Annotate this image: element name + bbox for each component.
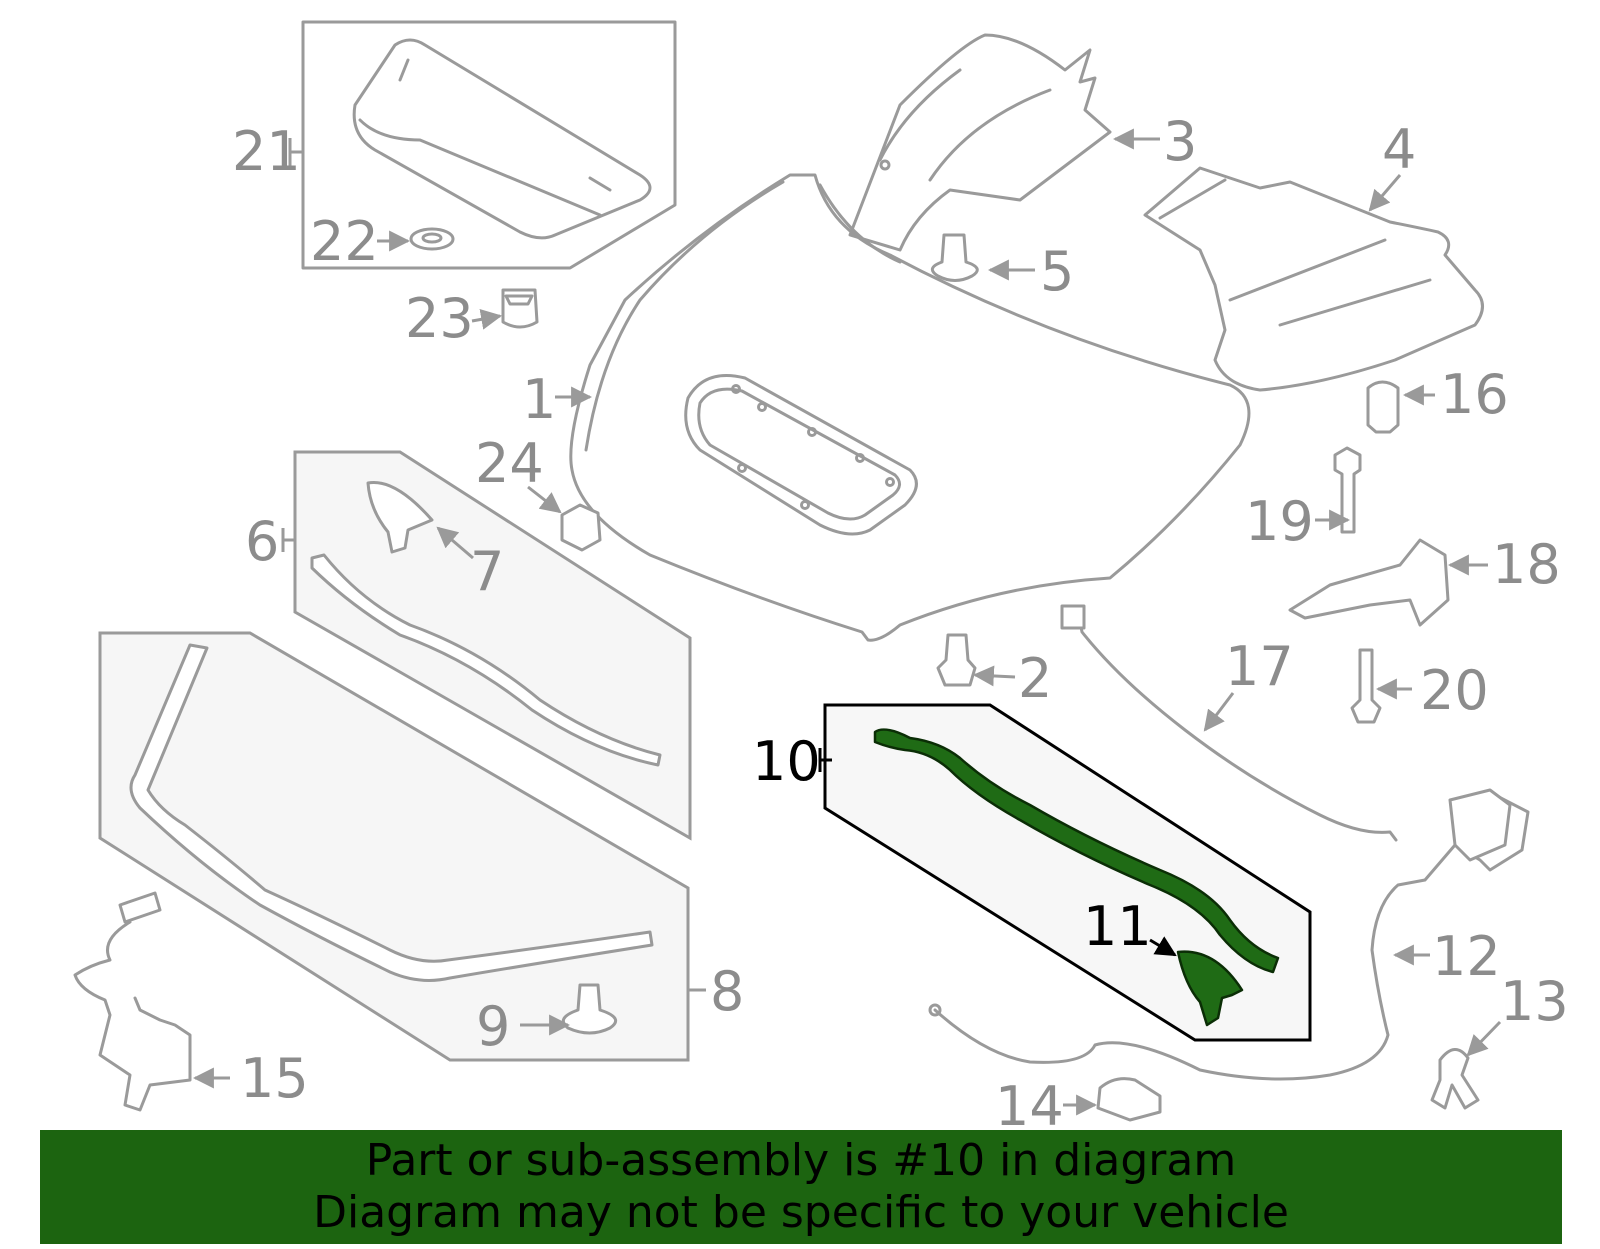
callout-12: 12: [1432, 925, 1501, 988]
callout-17: 17: [1225, 635, 1294, 698]
part-24-cap: [560, 503, 602, 552]
part-8-seal: [129, 643, 654, 982]
callout-5: 5: [1040, 240, 1074, 303]
callout-10: 10: [752, 730, 821, 793]
callout-2: 2: [1018, 647, 1052, 710]
part-23-clip: [501, 288, 539, 329]
callout-13: 13: [1500, 970, 1569, 1033]
part-2-bumper: [936, 633, 977, 687]
leader-lines: [192, 128, 1502, 1116]
callout-20: 20: [1420, 659, 1489, 722]
part-22-grommet: [409, 227, 455, 251]
part-18-bracket: [1288, 538, 1450, 627]
part-16-bumper: [1366, 380, 1400, 434]
part-21-scoop-group: [301, 20, 677, 329]
callout-numbers: 21 22 23 1 3 4 5 16 24 19 6 7 18 17 2 20…: [232, 110, 1569, 1138]
part-21-scoop: [352, 38, 652, 240]
part-17-cable: [1063, 610, 1398, 842]
callout-7: 7: [470, 540, 504, 603]
callout-6: 6: [245, 510, 279, 573]
part-7-clip: [366, 480, 434, 554]
part-15-latch: [73, 891, 192, 1112]
callout-24: 24: [475, 432, 544, 495]
callout-9: 9: [476, 995, 510, 1058]
part-19-bolt: [1333, 446, 1362, 534]
part-10-group: [823, 703, 1312, 1042]
part-1-hood: [569, 173, 1251, 642]
callout-15: 15: [240, 1047, 309, 1110]
part-8-group: [98, 631, 690, 1062]
callout-22: 22: [310, 210, 379, 273]
part-13-clip: [1430, 1048, 1480, 1110]
banner-line-1: Part or sub-assembly is #10 in diagram: [365, 1135, 1237, 1186]
callout-8: 8: [710, 960, 744, 1023]
part-6-seal: [310, 553, 662, 767]
callout-4: 4: [1382, 118, 1416, 181]
part-6-group: [293, 450, 692, 841]
part-4-insulator: [1143, 166, 1484, 392]
callout-18: 18: [1492, 533, 1561, 596]
part-20-bolt: [1350, 648, 1382, 724]
part-5-clip: [930, 233, 979, 282]
callout-14: 14: [995, 1075, 1064, 1138]
part-10-seal: [873, 728, 1280, 974]
callout-21: 21: [232, 120, 301, 183]
callout-1: 1: [522, 368, 556, 431]
callout-16: 16: [1440, 363, 1509, 426]
callout-3: 3: [1163, 110, 1197, 173]
hood-scoop-opening: [684, 374, 918, 536]
callout-11: 11: [1083, 895, 1152, 958]
part-11-clip: [1176, 950, 1244, 1027]
part-12-cable: [933, 793, 1530, 1081]
info-banner: Part or sub-assembly is #10 in diagram D…: [40, 1130, 1562, 1244]
part-21-box: [301, 20, 677, 270]
callout-23: 23: [405, 287, 474, 350]
banner-line-2: Diagram may not be specific to your vehi…: [313, 1187, 1289, 1238]
callout-19: 19: [1245, 490, 1314, 553]
part-3-insulator: [848, 33, 1112, 252]
part-14-clip: [1096, 1077, 1162, 1122]
